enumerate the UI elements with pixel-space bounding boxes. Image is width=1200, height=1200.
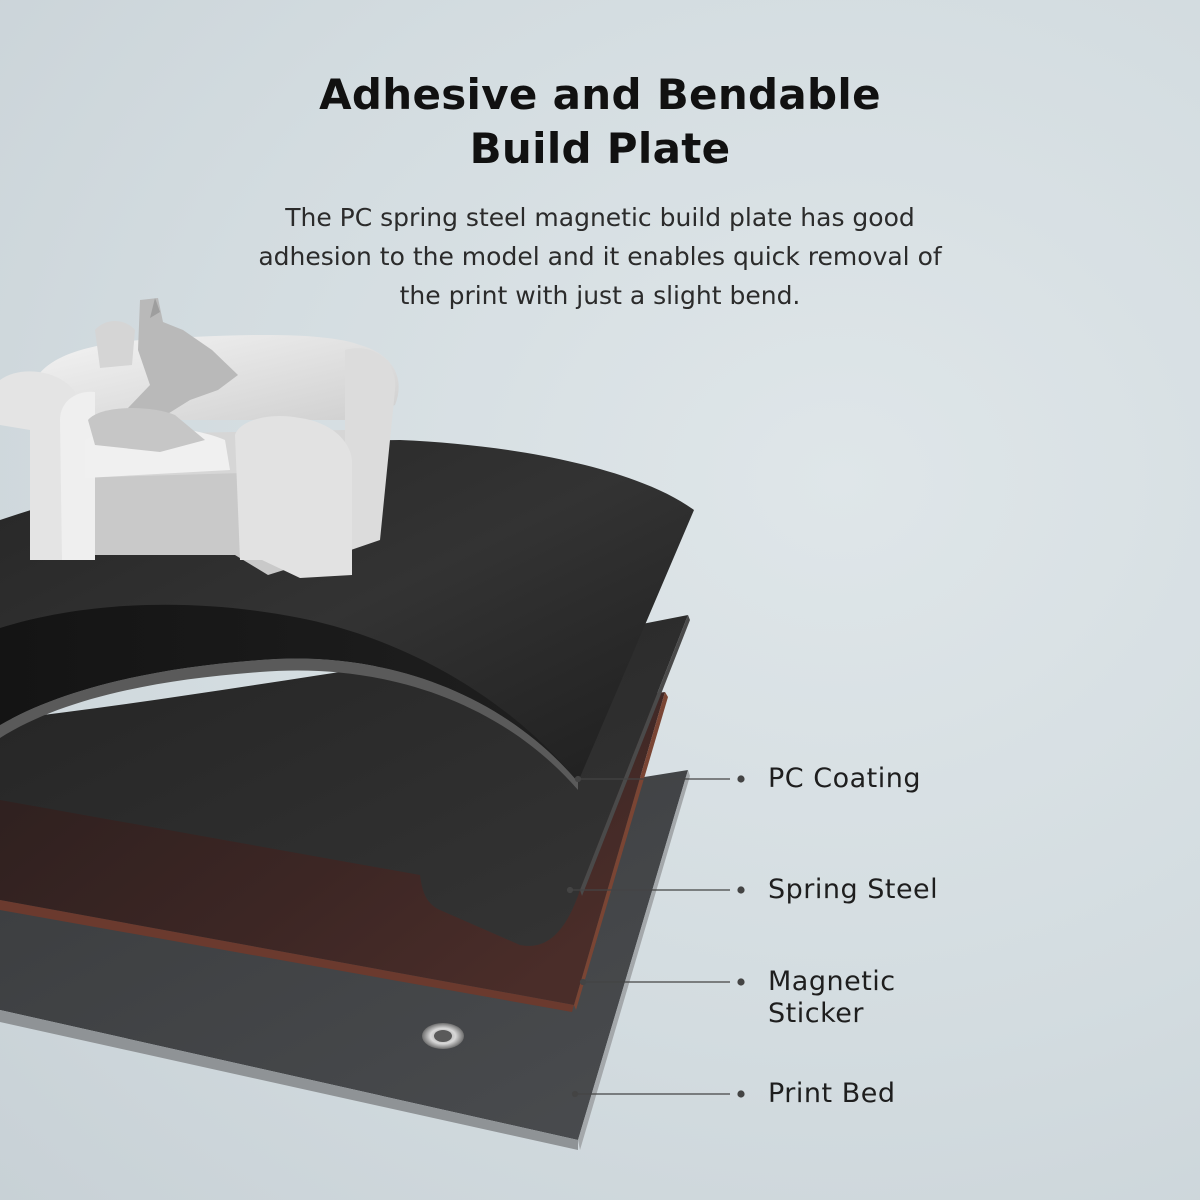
screw-icon [422,1023,464,1049]
description: The PC spring steel magnetic build plate… [200,198,1000,315]
headline: Adhesive and Bendable Build Plate [0,68,1200,176]
label-print-bed: Print Bed [768,1078,896,1109]
leader-lines [566,775,745,1098]
label-magnetic-sticker-line-1: Magnetic [768,966,896,997]
label-magnetic-sticker-line-2: Sticker [768,998,864,1029]
description-line-1: The PC spring steel magnetic build plate… [285,203,915,232]
label-spring-steel: Spring Steel [768,874,939,905]
headline-line-2: Build Plate [469,124,731,173]
description-line-3: the print with just a slight bend. [399,281,801,310]
armchair-model [0,298,399,578]
headline-line-1: Adhesive and Bendable [319,70,881,119]
description-line-2: adhesion to the model and it enables qui… [258,242,942,271]
label-magnetic-sticker: Magnetic Sticker [768,966,896,1030]
label-pc-coating: PC Coating [768,763,921,794]
